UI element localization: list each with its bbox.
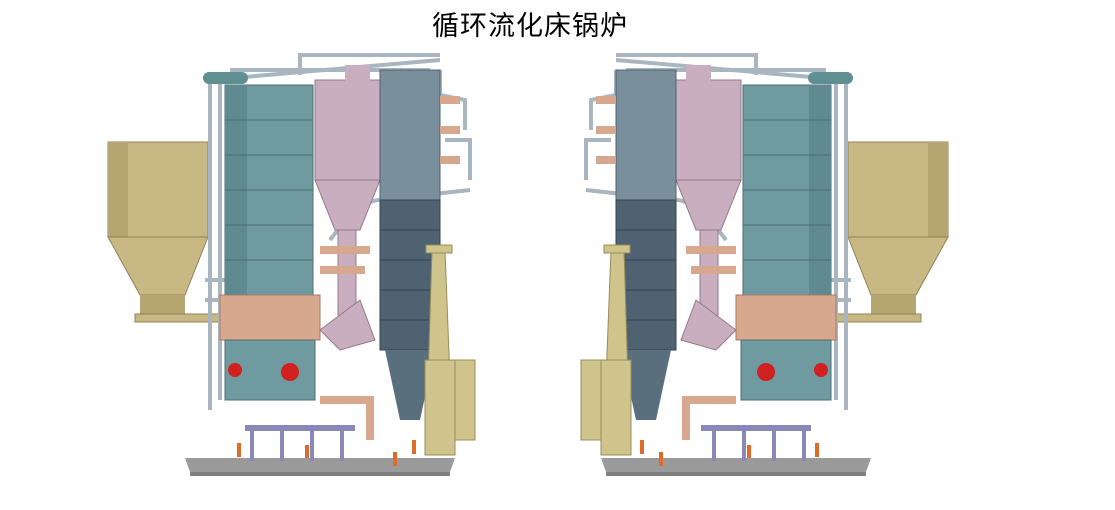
boiler-rear-view [581,55,948,476]
boiler-front-view [108,55,475,476]
page-title: 循环流化床锅炉 [432,11,628,42]
